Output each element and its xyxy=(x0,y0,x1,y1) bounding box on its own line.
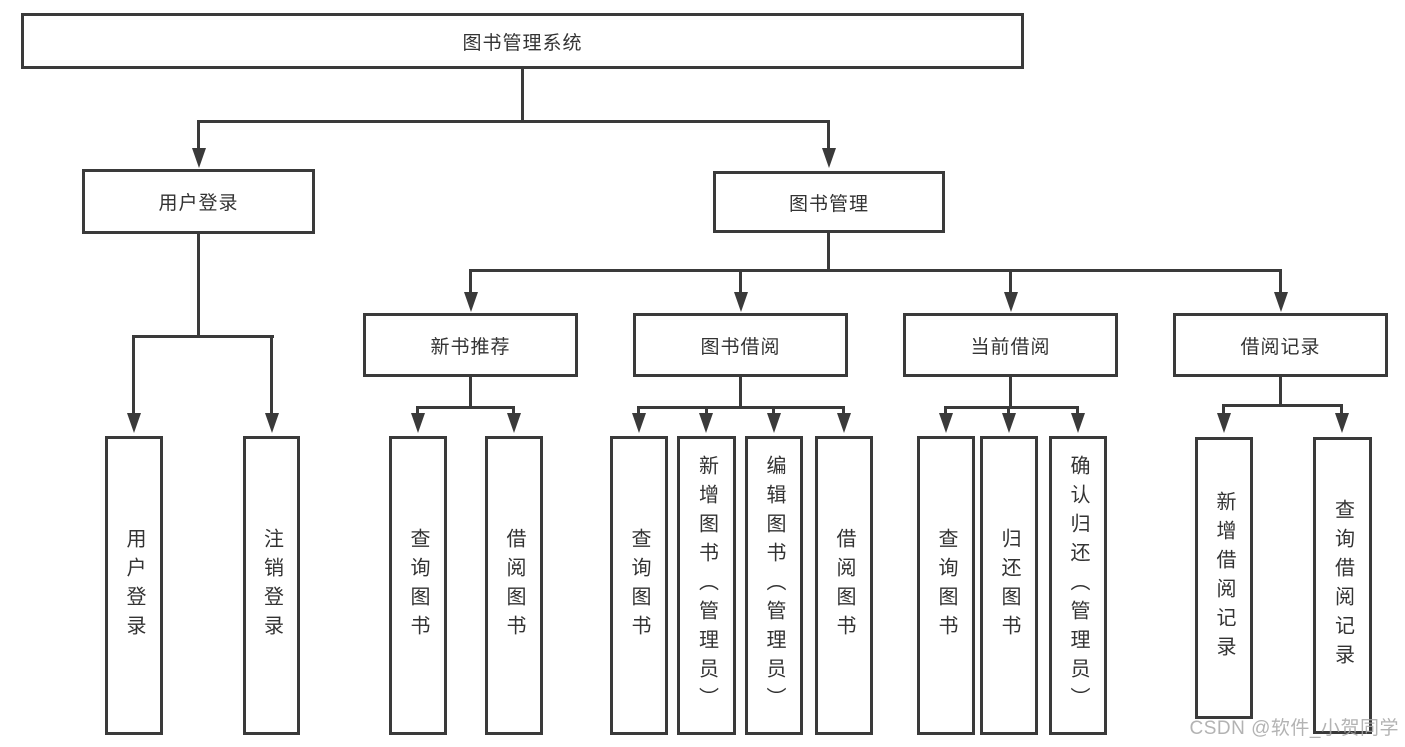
connector-drop-add-record xyxy=(1222,404,1225,415)
connector-user-login-stem xyxy=(197,234,200,336)
arrowhead-query-books-3-icon xyxy=(939,413,953,433)
node-book-management-label: 图书管理 xyxy=(788,193,869,215)
node-logout-label: 注销登录 xyxy=(260,527,283,644)
arrowhead-book-borrowing-icon xyxy=(734,292,748,312)
node-new-book-recommend: 新书推荐 xyxy=(363,313,578,377)
connector-drop-login xyxy=(132,335,135,415)
arrowhead-book-mgmt-icon xyxy=(822,148,836,168)
connector-book-borrowing-bar xyxy=(637,406,845,409)
node-query-books-borrowing: 查询图书 xyxy=(610,436,668,735)
connector-drop-new-books xyxy=(469,269,472,294)
arrowhead-edit-books-icon xyxy=(767,413,781,433)
arrowhead-add-record-icon xyxy=(1217,413,1231,433)
node-root: 图书管理系统 xyxy=(21,13,1024,69)
node-add-borrow-record-label: 新增借阅记录 xyxy=(1213,491,1235,665)
connector-drop-query-books-3 xyxy=(944,406,947,415)
node-query-books-current: 查询图书 xyxy=(917,436,975,735)
connector-drop-current-borrowing xyxy=(1009,269,1012,294)
csdn-watermark: CSDN @软件_小贺同学 xyxy=(1189,718,1399,739)
connector-drop-query-books-2 xyxy=(637,406,640,415)
connector-drop-borrow-books-2 xyxy=(842,406,845,415)
node-add-books-admin-label: 新增图书（管理员） xyxy=(695,455,718,716)
node-borrow-records-label: 借阅记录 xyxy=(1240,336,1321,358)
node-query-books-recommend: 查询图书 xyxy=(389,436,447,735)
connector-current-borrowing-stem xyxy=(1009,377,1012,408)
connector-drop-edit-books xyxy=(772,406,775,415)
node-logout: 注销登录 xyxy=(243,436,300,735)
node-return-books-label: 归还图书 xyxy=(998,527,1020,644)
node-query-books-recommend-label: 查询图书 xyxy=(407,527,429,644)
node-current-borrowing-label: 当前借阅 xyxy=(970,336,1051,358)
node-borrow-books-borrowing: 借阅图书 xyxy=(815,436,873,735)
node-borrow-records: 借阅记录 xyxy=(1173,313,1388,377)
arrowhead-current-borrowing-icon xyxy=(1004,292,1018,312)
node-login-label: 用户登录 xyxy=(123,527,145,644)
arrowhead-user-login-icon xyxy=(192,148,206,168)
node-root-label: 图书管理系统 xyxy=(462,32,583,54)
node-query-borrow-record: 查询借阅记录 xyxy=(1313,437,1372,734)
connector-current-borrowing-bar xyxy=(944,406,1079,409)
connector-drop-query-record xyxy=(1340,404,1343,415)
connector-borrow-records-bar xyxy=(1222,404,1343,407)
connector-borrow-records-stem xyxy=(1279,377,1282,406)
connector-drop-borrow-records xyxy=(1279,269,1282,294)
connector-book-borrowing-stem xyxy=(739,377,742,408)
connector-drop-borrow-books-1 xyxy=(512,406,515,415)
connector-drop-confirm-return xyxy=(1076,406,1079,415)
arrowhead-borrow-books-2-icon xyxy=(837,413,851,433)
node-login: 用户登录 xyxy=(105,436,163,735)
arrowhead-query-books-2-icon xyxy=(632,413,646,433)
node-add-borrow-record: 新增借阅记录 xyxy=(1195,437,1253,719)
node-user-login: 用户登录 xyxy=(82,169,315,234)
connector-new-books-bar xyxy=(416,406,515,409)
connector-drop-book-mgmt xyxy=(827,120,830,151)
connector-drop-return-books xyxy=(1007,406,1010,415)
arrowhead-borrow-records-icon xyxy=(1274,292,1288,312)
arrowhead-query-books-1-icon xyxy=(411,413,425,433)
node-borrow-books-recommend-label: 借阅图书 xyxy=(503,527,525,644)
connector-level2-bar xyxy=(197,120,830,123)
arrowhead-query-record-icon xyxy=(1335,413,1349,433)
node-book-management: 图书管理 xyxy=(713,171,945,233)
connector-drop-query-books-1 xyxy=(416,406,419,415)
connector-drop-logout xyxy=(270,335,273,415)
node-edit-books-admin-label: 编辑图书（管理员） xyxy=(763,455,785,716)
node-return-books: 归还图书 xyxy=(980,436,1038,735)
arrowhead-logout-icon xyxy=(265,413,279,433)
node-edit-books-admin: 编辑图书（管理员） xyxy=(745,436,803,735)
connector-drop-user-login xyxy=(197,120,200,151)
connector-user-login-bar xyxy=(132,335,274,338)
node-new-book-recommend-label: 新书推荐 xyxy=(430,336,511,358)
node-add-books-admin: 新增图书（管理员） xyxy=(677,436,736,735)
arrowhead-add-books-icon xyxy=(699,413,713,433)
node-query-books-borrowing-label: 查询图书 xyxy=(628,527,650,644)
node-current-borrowing: 当前借阅 xyxy=(903,313,1118,377)
node-book-borrowing-label: 图书借阅 xyxy=(700,336,781,358)
connector-drop-add-books xyxy=(705,406,708,415)
node-borrow-books-recommend: 借阅图书 xyxy=(485,436,543,735)
connector-level3-bar xyxy=(469,269,1282,272)
arrowhead-return-books-icon xyxy=(1002,413,1016,433)
node-query-books-current-label: 查询图书 xyxy=(935,527,957,644)
connector-new-books-stem xyxy=(469,377,472,408)
node-user-login-label: 用户登录 xyxy=(158,193,239,214)
node-borrow-books-borrowing-label: 借阅图书 xyxy=(833,527,855,644)
arrowhead-borrow-books-1-icon xyxy=(507,413,521,433)
arrowhead-confirm-return-icon xyxy=(1071,413,1085,433)
node-book-borrowing: 图书借阅 xyxy=(633,313,848,377)
connector-root-stem xyxy=(521,69,524,122)
node-confirm-return-admin: 确认归还（管理员） xyxy=(1049,436,1107,735)
connector-book-mgmt-stem xyxy=(827,233,830,271)
connector-drop-book-borrowing xyxy=(739,269,742,294)
node-confirm-return-admin-label: 确认归还（管理员） xyxy=(1067,455,1089,716)
node-query-borrow-record-label: 查询借阅记录 xyxy=(1331,498,1354,673)
arrowhead-new-books-icon xyxy=(464,292,478,312)
arrowhead-login-icon xyxy=(127,413,141,433)
